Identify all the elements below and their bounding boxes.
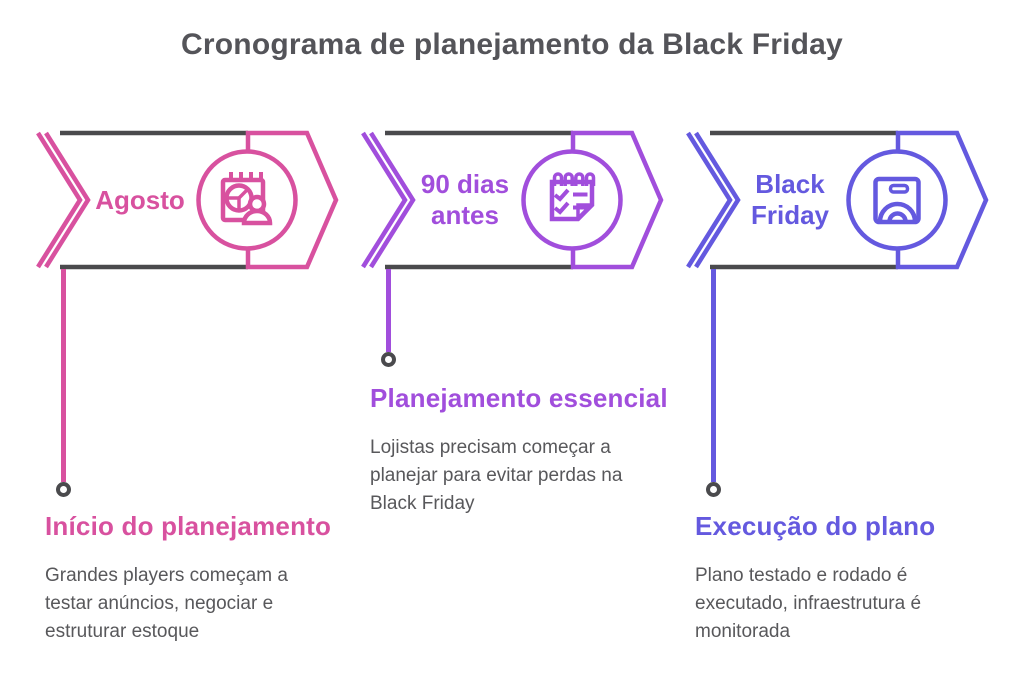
connector-endpoint bbox=[381, 352, 396, 367]
chevron-icon bbox=[36, 131, 83, 269]
milestone-description: Grandes players começam a testar anúncio… bbox=[45, 565, 288, 642]
milestone-heading: Início do planejamento bbox=[45, 511, 332, 541]
milestone-description: Lojistas precisam começar a planejar par… bbox=[370, 437, 623, 514]
weight-scale-icon bbox=[873, 176, 921, 225]
connector-endpoint bbox=[706, 482, 721, 497]
milestone-heading: Execução do plano bbox=[695, 511, 936, 541]
milestone-black-friday: Black Friday Execução do plano Plano tes… bbox=[680, 0, 990, 681]
chevron-icon bbox=[361, 131, 408, 269]
icon-circle bbox=[521, 149, 623, 251]
connector-line bbox=[386, 269, 391, 352]
connector-line bbox=[711, 269, 716, 482]
milestone-description: Plano testado e rodado é executado, infr… bbox=[695, 565, 922, 642]
milestone-banner bbox=[686, 130, 989, 270]
milestone-agosto: Agosto Início do planejamento Grandes pl… bbox=[30, 0, 340, 681]
milestone-banner bbox=[361, 130, 664, 270]
chevron-icon bbox=[694, 131, 741, 269]
milestone-label: 90 dias antes bbox=[420, 169, 510, 230]
milestone-label: Black Friday bbox=[750, 169, 830, 230]
chevron-icon bbox=[686, 131, 733, 269]
checklist-notepad-icon bbox=[549, 172, 596, 222]
milestone-label: Agosto bbox=[95, 184, 185, 215]
connector-line bbox=[61, 269, 66, 482]
page-title: Cronograma de planejamento da Black Frid… bbox=[181, 28, 843, 61]
calendar-analytics-person-icon bbox=[220, 172, 273, 226]
milestone-heading: Planejamento essencial bbox=[370, 383, 668, 413]
chevron-icon bbox=[44, 131, 91, 269]
milestone-banner bbox=[36, 130, 339, 270]
connector-endpoint bbox=[56, 482, 71, 497]
milestone-90-dias: 90 dias antes Planejamento essencial Loj… bbox=[355, 0, 668, 681]
chevron-icon bbox=[369, 131, 416, 269]
icon-circle bbox=[846, 149, 948, 251]
